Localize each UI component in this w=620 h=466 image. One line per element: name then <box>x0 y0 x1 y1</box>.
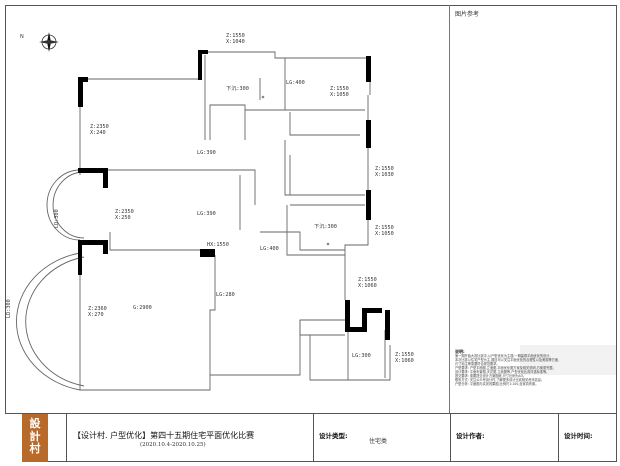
room-label: 下沉:300 <box>314 224 337 230</box>
title-divider <box>313 414 314 462</box>
room-label: LD:300 <box>6 299 12 318</box>
info-line: 提交要求: 需要提交设计方案图纸,尺寸比例为A3。 <box>455 374 527 378</box>
room-label: LG:400 <box>260 246 279 252</box>
room-label: Z:1550 X:1040 <box>226 33 245 46</box>
title-divider <box>558 414 559 462</box>
logo-strip <box>5 414 22 462</box>
design-type-value: 住宅类 <box>369 438 388 445</box>
title-divider <box>66 414 67 462</box>
room-label: Z:1550 X:1030 <box>375 166 394 179</box>
room-label: Z:1550 X:1060 <box>395 352 414 365</box>
room-label: 下沉:300 <box>226 86 249 92</box>
info-line: 户型分析: 平面图与实景效果图,比例尺1:100,含家具布置。 <box>455 382 539 386</box>
info-heading: 说明: <box>455 349 465 354</box>
room-label: Z:1550 X:1050 <box>330 86 349 99</box>
title-block-divider <box>5 413 617 414</box>
room-label: Z:1550 X:1060 <box>358 277 377 290</box>
room-label: HX:1550 <box>207 242 229 248</box>
design-type-label: 设计类型: <box>319 432 348 440</box>
room-label: LG:390 <box>197 211 216 217</box>
room-label: G:2900 <box>133 305 152 311</box>
room-label: LG:390 <box>197 150 216 156</box>
north-label: N <box>20 34 24 40</box>
room-label: Z:1550 X:1050 <box>375 225 394 238</box>
panel-divider <box>449 5 450 413</box>
competition-title: 【设计村. 户型优化】第四十五期住宅平面优化比赛 <box>73 431 255 440</box>
competition-dates: (2020.10.4-2020.10.25) <box>140 442 206 448</box>
room-label: LG:400 <box>286 80 305 86</box>
info-line: 联系方式: 关注公众号设计村,了解更多设计比赛相关资讯信息。 <box>455 378 545 382</box>
room-label: Z:2350 X:250 <box>115 209 134 222</box>
designer-label: 设计作者: <box>456 432 485 440</box>
compass-icon <box>39 32 59 52</box>
info-line: 第一期开始大赛比赛中,以户型优化为主题,一期建筑平面优化的设计, <box>455 354 551 358</box>
room-label: Z:2360 X:270 <box>88 306 107 319</box>
room-label: LG:280 <box>216 292 235 298</box>
info-panel: 说明: 第一期开始大赛比赛中,以户型优化为主题,一期建筑平面优化的设计, 本次比… <box>455 349 615 387</box>
info-line: 尺寸标注等需要符合规范要求。 <box>455 362 500 366</box>
title-divider <box>450 414 451 462</box>
reference-label: 图片参考 <box>455 11 480 18</box>
drawing-frame <box>5 5 617 462</box>
info-line: 户型要求: 户型平面图,立面图,平面优化图方案及相关说明,方案需完整。 <box>455 366 556 370</box>
logo: 設 計 村 <box>22 414 48 462</box>
room-label: LG:300 <box>352 353 371 359</box>
info-line: 设计要求: 平面布置图,天花图,立面图等,户型优化比赛评选标准等。 <box>455 370 550 374</box>
info-background <box>520 345 616 375</box>
room-label: Z:2350 X:240 <box>90 124 109 137</box>
floor-plan <box>16 50 391 391</box>
design-date-label: 设计时间: <box>564 432 593 440</box>
info-line: 本次比赛以住宅户型为主,题目可以关注平面优化的合理性以及美观等方面, <box>455 358 560 362</box>
room-label: LD:300 <box>54 209 60 228</box>
